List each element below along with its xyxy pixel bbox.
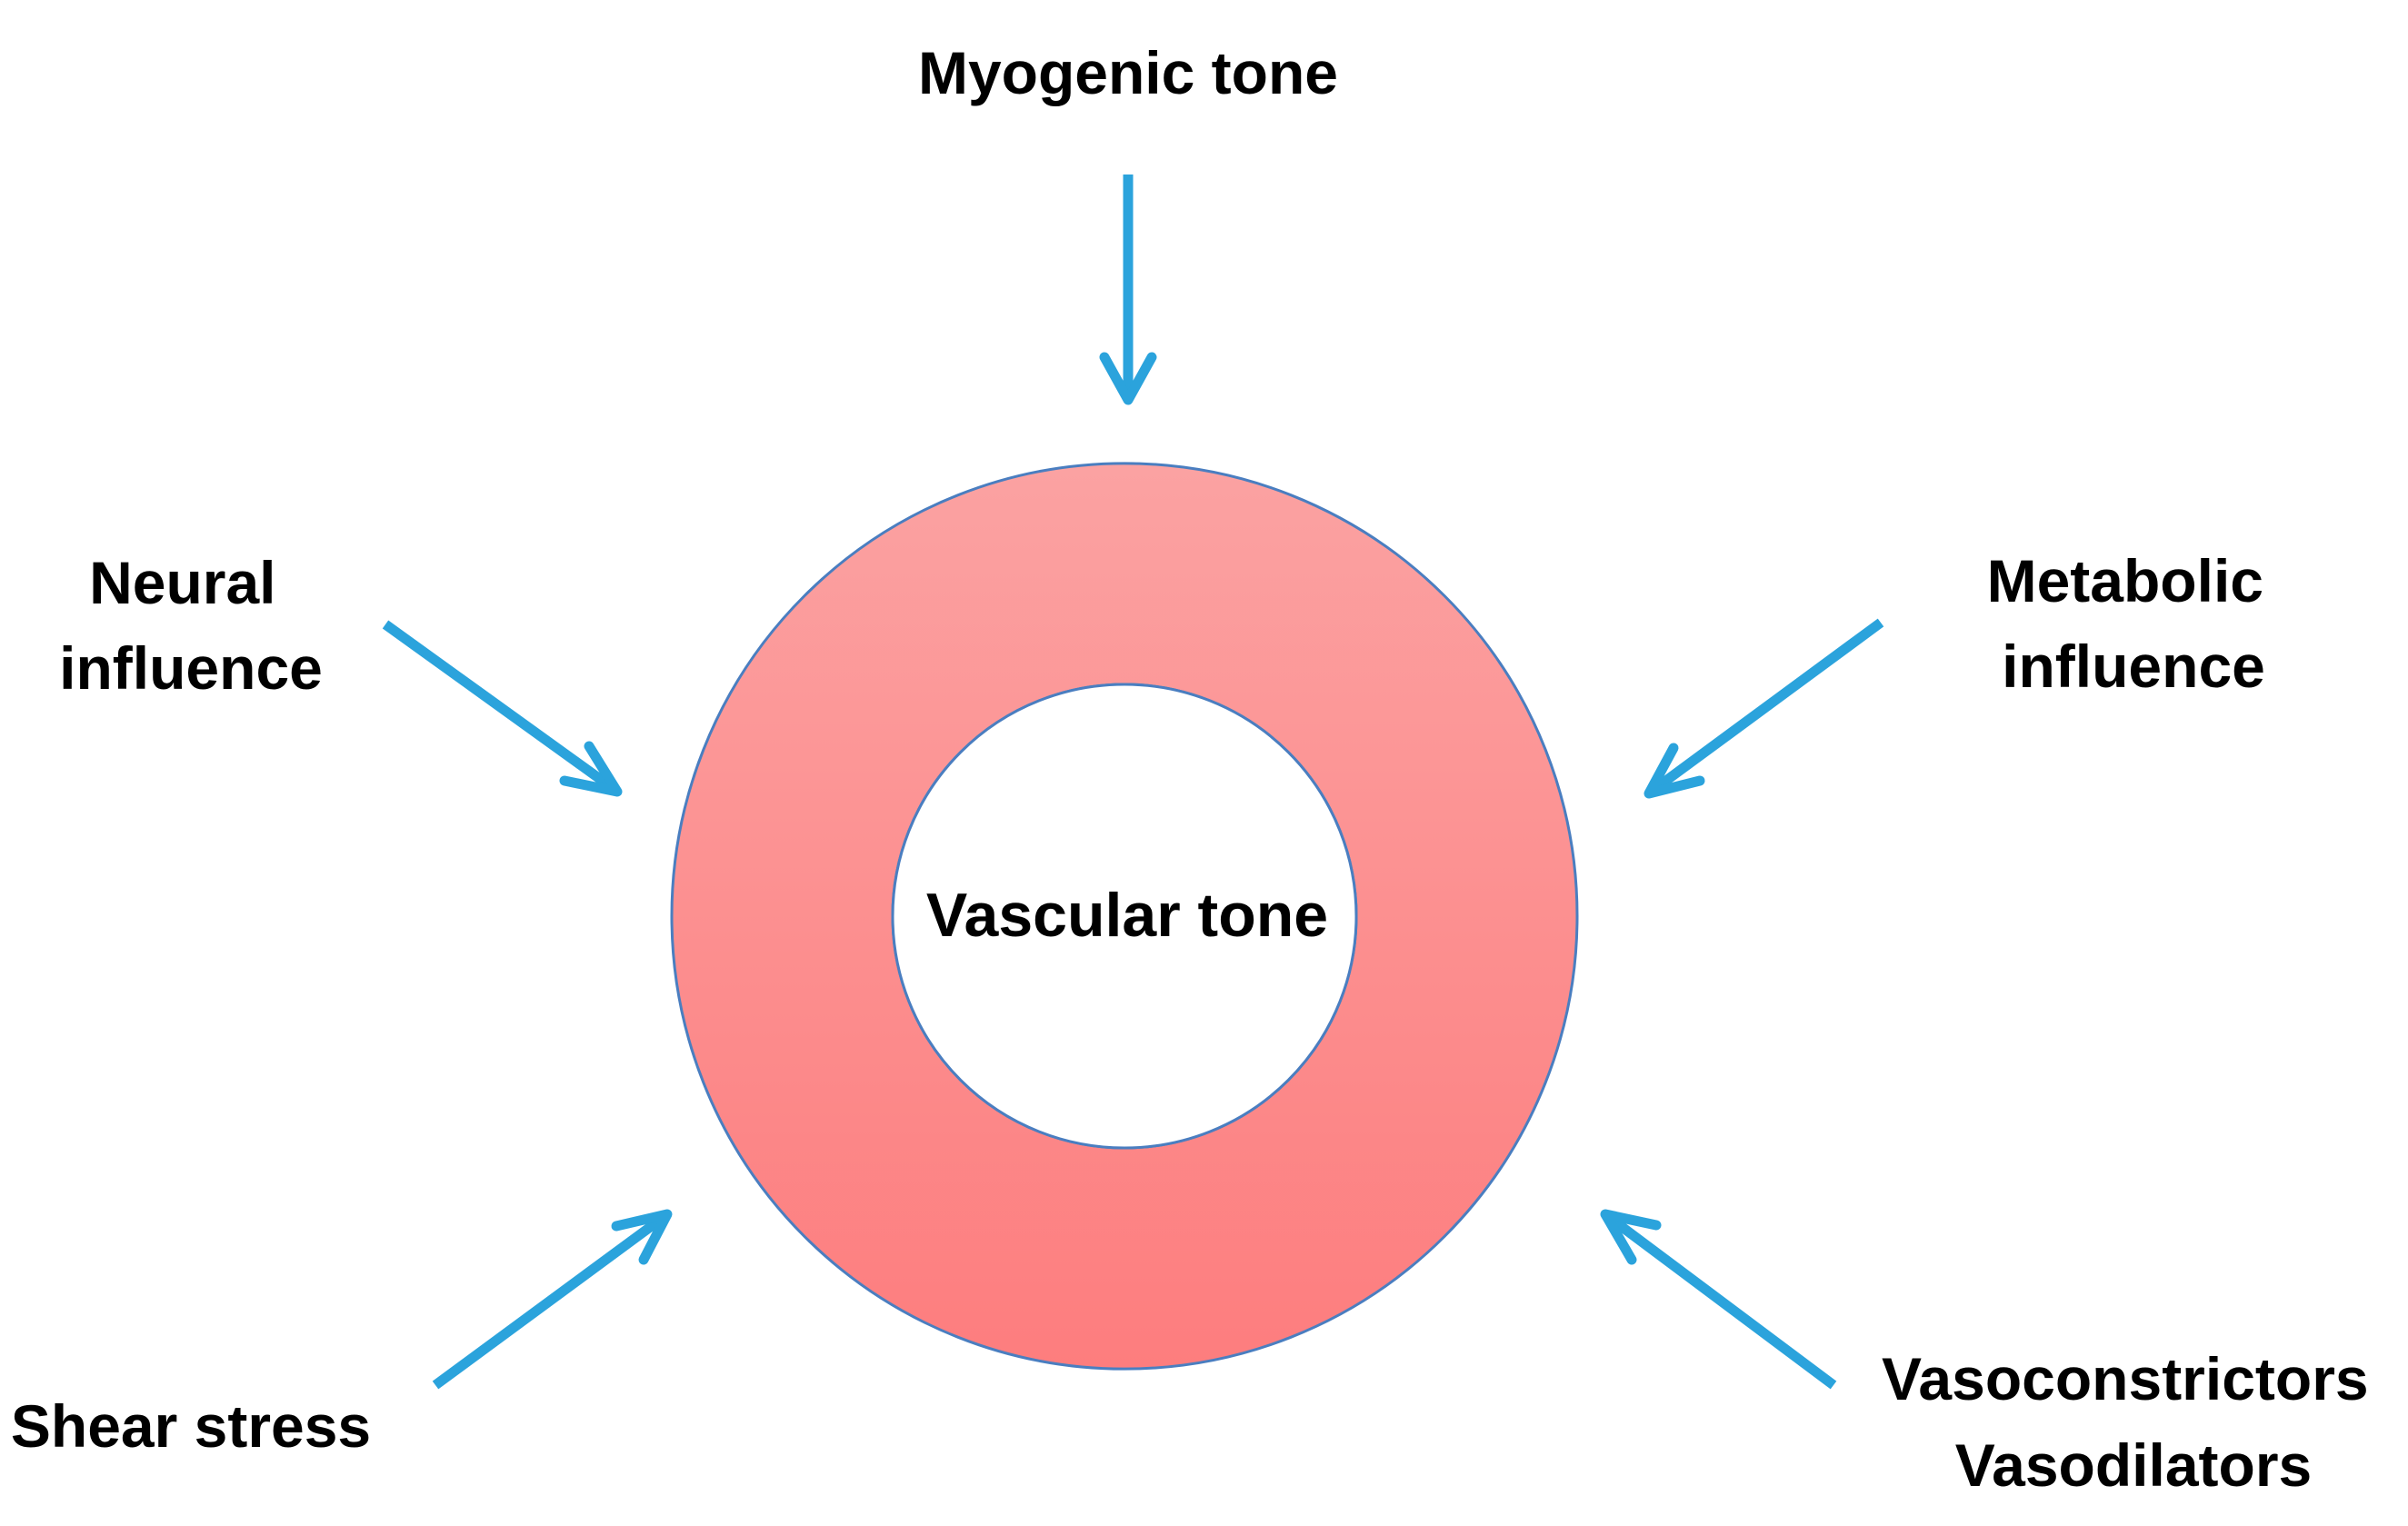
vessel-lumen <box>891 683 1358 1150</box>
label-metabolic-influence: Metabolic influence <box>1987 547 2281 700</box>
center-label: Vascular tone <box>926 881 1328 950</box>
label-vasoactive-agents: Vasoconstrictors Vasodilators <box>1882 1345 2385 1499</box>
arrow-upper-left <box>382 620 623 797</box>
label-myogenic-tone: Myogenic tone <box>918 39 1338 106</box>
arrow-upper-right <box>1644 618 1884 799</box>
arrow-top <box>1099 175 1157 405</box>
arrow-lower-left <box>432 1209 673 1390</box>
label-shear-stress: Shear stress <box>11 1392 371 1460</box>
arrow-lower-right <box>1600 1209 1837 1390</box>
label-neural-influence: Neural influence <box>59 549 323 702</box>
